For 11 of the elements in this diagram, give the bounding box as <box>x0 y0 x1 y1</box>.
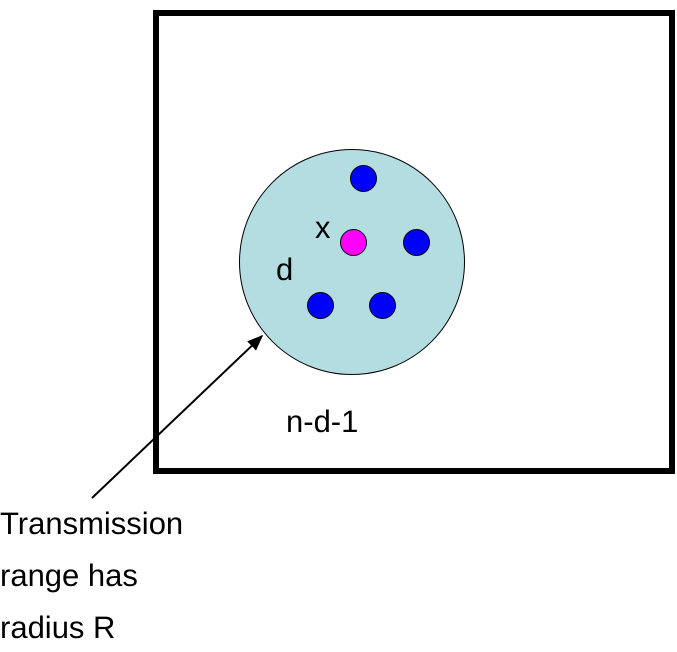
annotation-text: Transmission range has radius R <box>0 498 230 648</box>
node-label: x <box>315 212 330 243</box>
node-dot <box>369 292 396 319</box>
area-rectangle <box>153 10 675 474</box>
leader-arrow <box>91 334 264 499</box>
node-dot <box>307 292 334 319</box>
node-dot <box>340 229 367 256</box>
node-dot <box>403 229 430 256</box>
node-dot <box>350 165 377 192</box>
node-label: n-d-1 <box>286 406 358 437</box>
node-label: d <box>276 254 294 285</box>
